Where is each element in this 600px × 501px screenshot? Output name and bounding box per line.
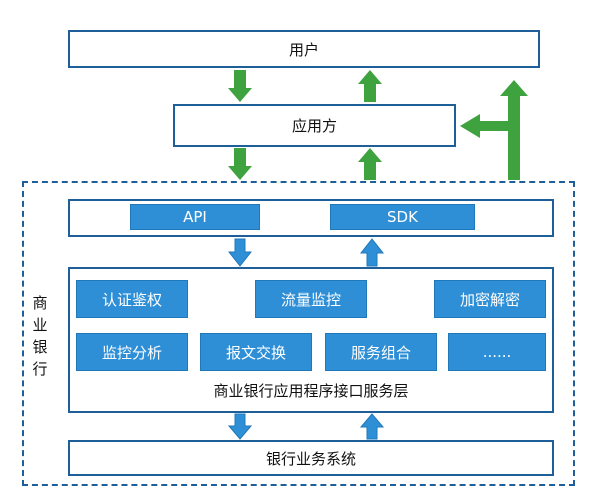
- traffic-monitor-label: 流量监控: [280, 290, 341, 309]
- message-exchange-label: 报文交换: [225, 343, 286, 362]
- green-up-arrow-mid: [358, 148, 382, 180]
- bank-label-char-2: 业: [32, 316, 48, 334]
- green-up-arrow-top: [358, 70, 382, 102]
- app-party-label: 应用方: [291, 117, 337, 135]
- blue-up-arrow-upper: [359, 238, 385, 267]
- user-label: 用户: [288, 40, 319, 59]
- traffic-monitor-tile: 流量监控: [255, 280, 367, 318]
- blue-down-arrow-lower: [227, 413, 253, 440]
- more-tile: ......: [448, 333, 546, 371]
- app-party-box: 应用方: [173, 104, 456, 147]
- service-layer-caption: 商业银行应用程序接口服务层: [213, 382, 409, 400]
- bank-boundary: [22, 181, 575, 486]
- api-tile: API: [130, 204, 260, 230]
- blue-down-arrow-upper: [227, 238, 253, 267]
- encrypt-tile: 加密解密: [434, 280, 546, 318]
- auth-label: 认证鉴权: [101, 290, 162, 309]
- user-box: 用户: [68, 30, 540, 68]
- service-compose-label: 服务组合: [350, 343, 411, 362]
- core-system-label: 银行业务系统: [265, 449, 356, 468]
- message-exchange-tile: 报文交换: [200, 333, 312, 371]
- sdk-tile: SDK: [330, 204, 475, 230]
- bank-label-char-1: 商: [32, 294, 48, 312]
- core-system-box: 银行业务系统: [68, 440, 554, 476]
- green-down-arrow-mid: [228, 148, 252, 180]
- more-label: ......: [482, 343, 512, 361]
- monitor-analysis-label: 监控分析: [101, 343, 162, 362]
- sdk-label: SDK: [387, 208, 418, 226]
- api-label: API: [183, 208, 207, 226]
- green-branch-arrow: [460, 80, 528, 180]
- monitor-analysis-tile: 监控分析: [76, 333, 188, 371]
- bank-label-char-3: 银: [32, 338, 48, 356]
- bank-label-char-4: 行: [32, 360, 48, 378]
- green-down-arrow-top: [228, 70, 252, 102]
- encrypt-label: 加密解密: [459, 290, 520, 309]
- blue-up-arrow-lower: [359, 413, 385, 440]
- bank-group-label: 商 业 银 行: [30, 292, 50, 380]
- service-compose-tile: 服务组合: [325, 333, 437, 371]
- auth-tile: 认证鉴权: [76, 280, 188, 318]
